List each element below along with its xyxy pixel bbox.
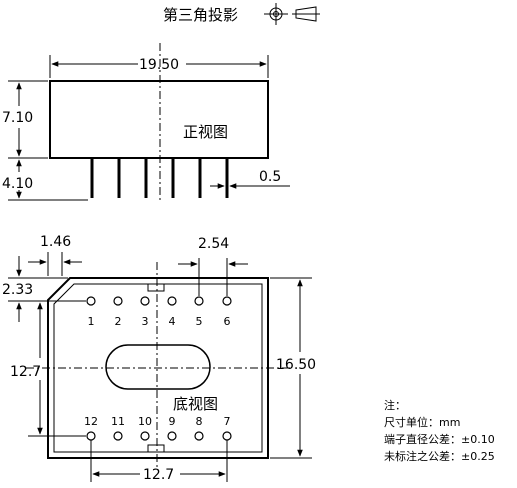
front-view-body — [49, 80, 269, 159]
top-notch — [147, 283, 165, 292]
pin-number: 9 — [169, 415, 176, 428]
pin-hole — [113, 431, 123, 441]
pin-hole — [140, 431, 150, 441]
pin-pitch-dim: 2.54 — [198, 236, 229, 252]
front-pins — [90, 158, 229, 198]
pin-number: 10 — [138, 415, 152, 428]
bottom-view-label: 底视图 — [173, 395, 218, 413]
span-spacing-dim: 12.7 — [143, 467, 174, 483]
pin-hole — [140, 296, 150, 306]
pin-hole — [167, 296, 177, 306]
front-width-dim: 19.50 — [139, 57, 179, 73]
bottom-height-dim: 16.50 — [276, 357, 316, 373]
front-view: 正视图 19.50 7.10 4.10 0.5 — [2, 43, 290, 201]
row-spacing-dim: 12.7 — [10, 364, 41, 380]
pin-number: 7 — [224, 415, 231, 428]
pin-hole — [194, 296, 204, 306]
pin-number: 2 — [115, 315, 122, 328]
pin-number: 4 — [169, 315, 176, 328]
notes: 注： 尺寸单位：mm 端子直径公差：±0.10 未标注之公差：±0.25 — [384, 398, 495, 463]
pin-number: 5 — [196, 315, 203, 328]
bottom-pin-holes — [86, 431, 232, 441]
bottom-outline — [47, 277, 269, 459]
front-pin-length-dim: 4.10 — [2, 176, 33, 192]
notes-title: 注： — [384, 398, 406, 412]
pin-number: 11 — [111, 415, 125, 428]
projection-label: 第三角投影 — [163, 6, 238, 24]
center-slot — [105, 344, 211, 390]
pin-hole — [167, 431, 177, 441]
pin-hole — [113, 296, 123, 306]
pin-hole — [86, 296, 96, 306]
bottom-notch — [147, 444, 165, 453]
pin-number: 6 — [224, 315, 231, 328]
front-view-label: 正视图 — [183, 123, 228, 141]
note-line: 未标注之公差：±0.25 — [384, 449, 495, 463]
front-height-dim: 7.10 — [2, 110, 33, 126]
pin-number: 1 — [88, 315, 95, 328]
pin-hole — [222, 431, 232, 441]
note-line: 尺寸单位：mm — [384, 415, 460, 429]
top-pin-holes — [86, 296, 232, 306]
bottom-view: 1 2 3 4 5 6 12 11 10 9 8 7 底视图 — [2, 234, 316, 483]
chamfer-x-dim: 1.46 — [40, 234, 71, 250]
third-angle-projection-icon — [264, 3, 320, 25]
pin-number: 8 — [196, 415, 203, 428]
front-pin-width-dim: 0.5 — [259, 169, 281, 185]
chamfer-y-dim: 2.33 — [2, 282, 33, 298]
note-line: 端子直径公差：±0.10 — [384, 432, 495, 446]
pin-hole — [222, 296, 232, 306]
pin-hole — [86, 431, 96, 441]
pin-hole — [194, 431, 204, 441]
pin-number: 3 — [142, 315, 149, 328]
pin-number: 12 — [84, 415, 98, 428]
